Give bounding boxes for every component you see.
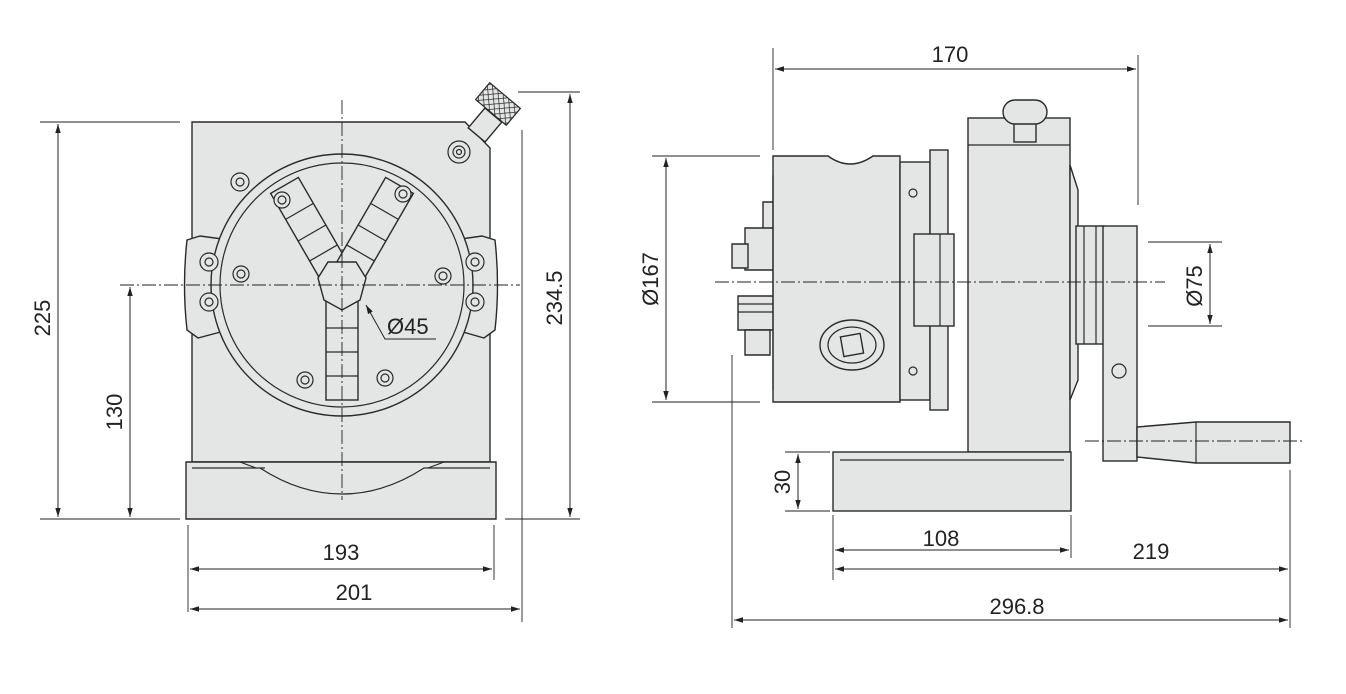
side-index-plate — [913, 233, 955, 327]
dim-bore-45: Ø45 — [387, 314, 429, 339]
side-crank-arm — [1102, 225, 1138, 462]
side-hub — [1075, 225, 1105, 345]
side-column — [967, 117, 1071, 453]
side-crank-handle — [1136, 421, 1291, 464]
side-base — [832, 451, 1072, 512]
dim-height-225: 225 — [30, 300, 55, 337]
side-view: 170 Ø167 Ø75 30 108 219 296.8 — [638, 42, 1305, 628]
dim-top-length-170: 170 — [932, 42, 969, 67]
front-base-plate — [185, 461, 497, 520]
top-knob-icon — [1002, 99, 1048, 143]
housing-bolt-holes — [199, 140, 485, 312]
square-drive-screw-icon — [819, 319, 885, 371]
dim-width-193: 193 — [323, 540, 360, 565]
dim-width-201: 201 — [336, 580, 373, 605]
knurled-knob-icon — [467, 81, 522, 144]
dim-hub-diameter-75: Ø75 — [1182, 265, 1207, 307]
dim-center-height-130: 130 — [102, 394, 127, 431]
chuck-bolt-holes — [232, 185, 452, 389]
dim-chuck-diameter-167: Ø167 — [638, 252, 663, 306]
dim-base-to-handle-219: 219 — [1133, 539, 1170, 564]
front-view: 225 130 234.5 Ø45 193 201 — [30, 81, 580, 622]
dim-overall-length-296-8: 296.8 — [989, 594, 1044, 619]
dim-base-length-108: 108 — [923, 526, 960, 551]
dim-base-height-30: 30 — [770, 470, 795, 494]
dim-total-height-234-5: 234.5 — [542, 270, 567, 325]
